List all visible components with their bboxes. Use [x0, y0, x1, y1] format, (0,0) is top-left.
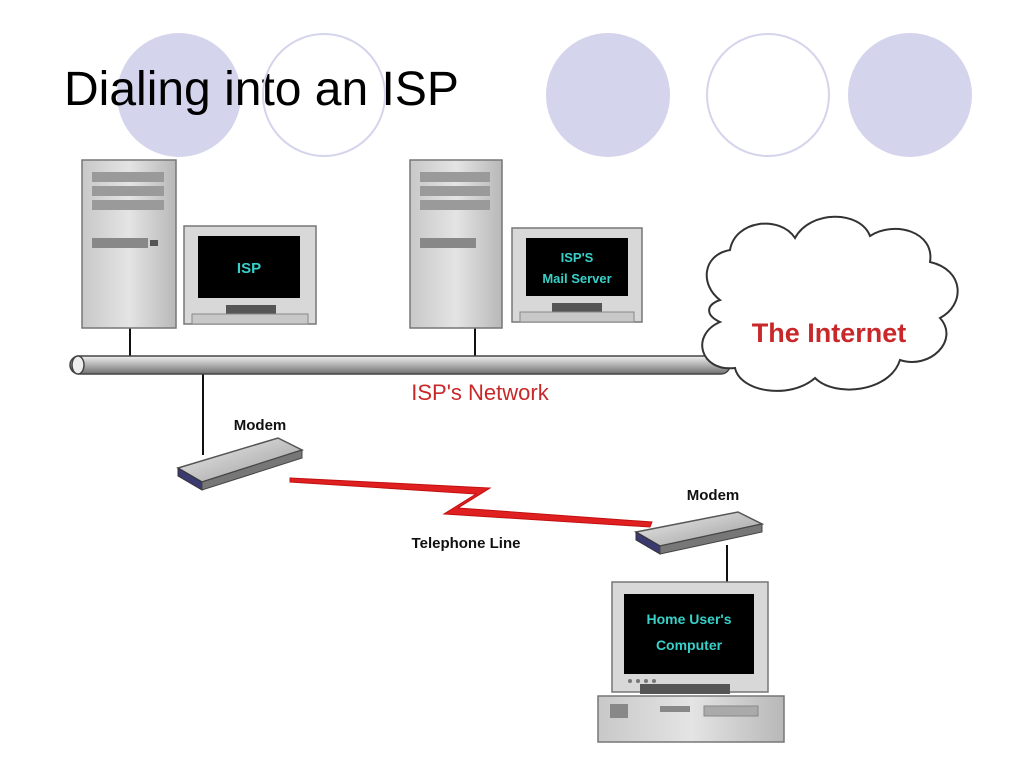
mail-screen-line2: Mail Server — [542, 271, 611, 286]
telephone-line-bolt — [289, 477, 653, 528]
decor-circle-filled-3 — [848, 33, 972, 157]
internet-cloud — [701, 215, 959, 392]
internet-label: The Internet — [752, 318, 907, 348]
home-screen-line2: Computer — [656, 637, 723, 653]
decor-circle-outline-2 — [706, 33, 830, 157]
isp-monitor — [183, 225, 317, 325]
mail-server-tower — [409, 159, 503, 329]
isp-network-bus — [69, 355, 731, 375]
telephone-line-label: Telephone Line — [412, 535, 521, 552]
isp-modem — [176, 437, 304, 491]
home-modem — [633, 511, 765, 555]
isp-modem-label: Modem — [234, 417, 287, 434]
decor-circle-outline-1 — [262, 33, 386, 157]
slide-title: Dialing into an ISP — [64, 63, 459, 116]
decor-circle-filled-2 — [546, 33, 670, 157]
isp-screen-label: ISP — [237, 260, 261, 277]
home-screen-line1: Home User's — [646, 611, 731, 627]
mail-server-monitor — [511, 227, 643, 323]
mail-screen-line1: ISP'S — [561, 250, 594, 265]
network-label: ISP's Network — [411, 380, 549, 405]
home-modem-label: Modem — [687, 487, 740, 504]
isp-server-tower — [81, 159, 177, 329]
decor-circle-filled-1 — [117, 33, 241, 157]
home-computer — [597, 581, 785, 743]
